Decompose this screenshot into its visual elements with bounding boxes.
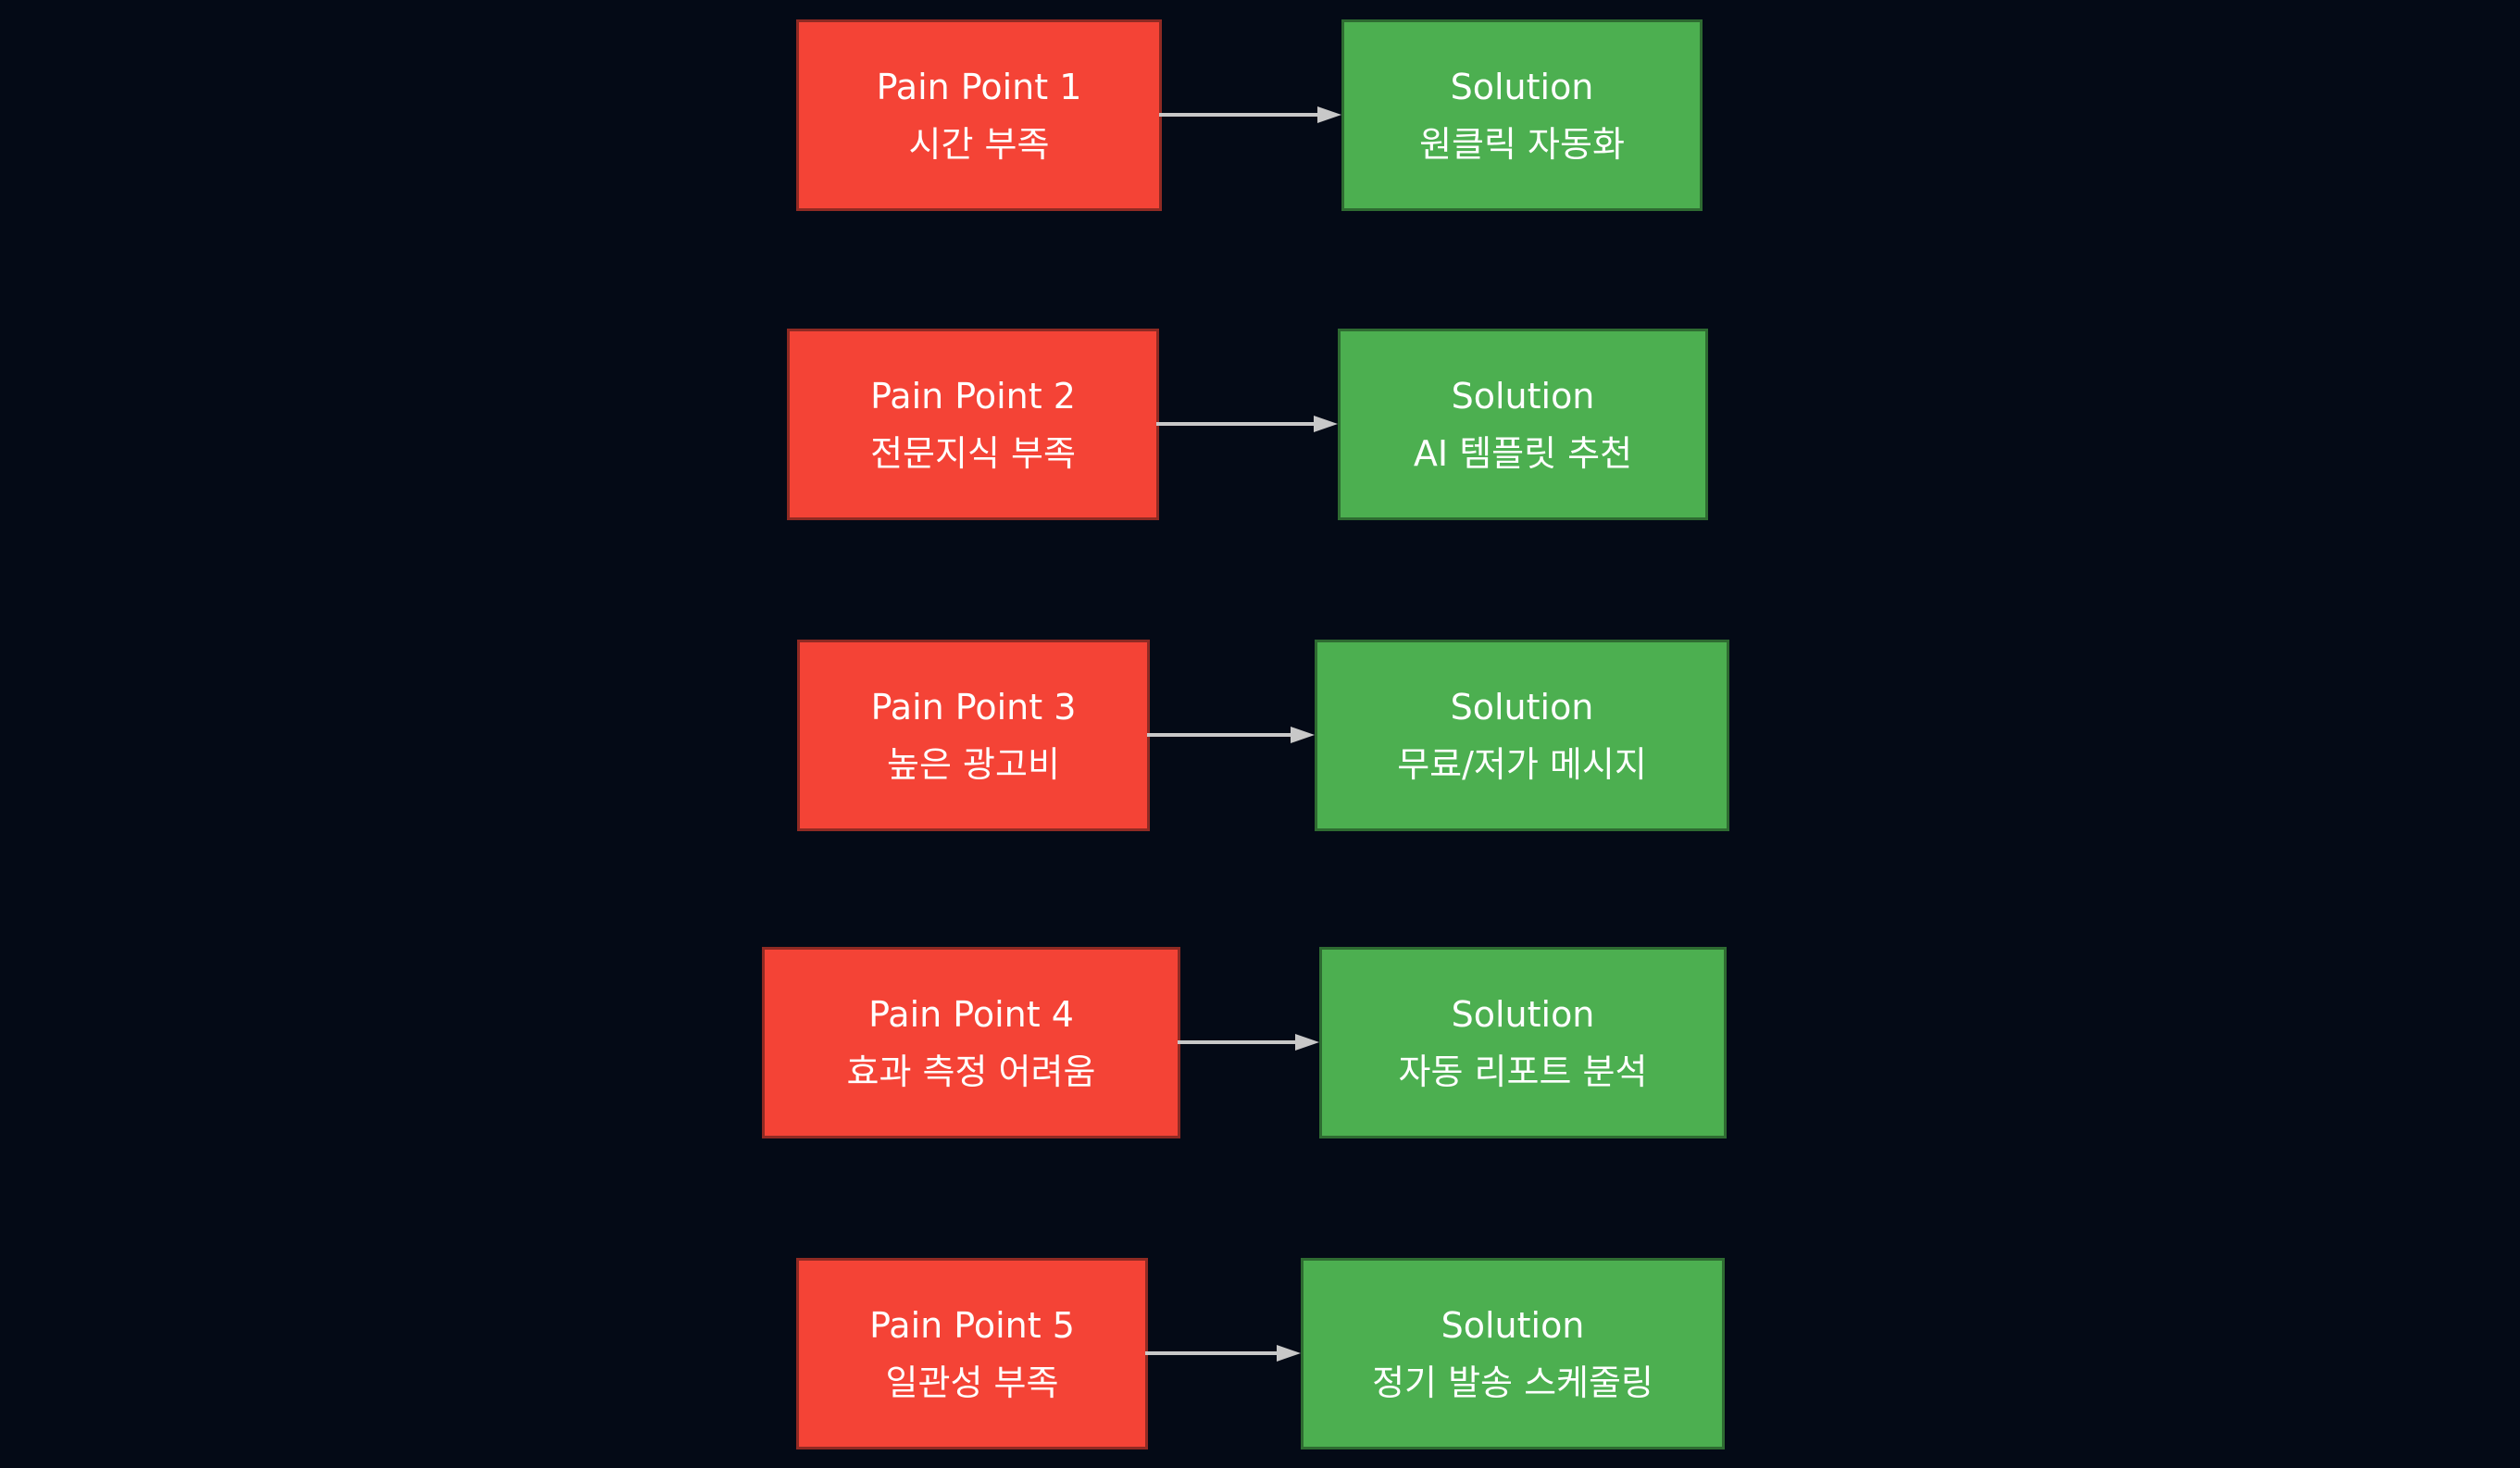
pain-point-3-title: Pain Point 3 (870, 686, 1077, 728)
pain-point-5-title: Pain Point 5 (869, 1304, 1075, 1346)
pain-point-4-node: Pain Point 4 효과 측정 어려움 (762, 947, 1180, 1138)
solution-2-description: AI 템플릿 추천 (1413, 432, 1633, 474)
pain-point-1-description: 시간 부족 (908, 123, 1050, 165)
solution-1-description: 원클릭 자동화 (1419, 123, 1625, 165)
arrowhead-icon (1291, 727, 1315, 743)
pain-point-5-description: 일관성 부족 (885, 1362, 1059, 1403)
arrow-shaft (1156, 422, 1317, 426)
arrow-shaft (1178, 1040, 1299, 1044)
solution-4-description: 자동 리포트 분석 (1398, 1051, 1648, 1092)
mapping-row-2: Pain Point 2 전문지식 부족 Solution AI 템플릿 추천 (0, 329, 2520, 520)
pain-point-4-title: Pain Point 4 (868, 993, 1074, 1035)
solution-1-node: Solution 원클릭 자동화 (1341, 19, 1703, 211)
solution-5-title: Solution (1441, 1304, 1585, 1346)
pain-point-2-title: Pain Point 2 (870, 375, 1076, 417)
solution-5-node: Solution 정기 발송 스케줄링 (1301, 1258, 1725, 1449)
solution-2-node: Solution AI 템플릿 추천 (1338, 329, 1708, 520)
arrowhead-icon (1277, 1345, 1301, 1362)
pain-point-3-node: Pain Point 3 높은 광고비 (797, 640, 1150, 831)
arrow-shaft (1145, 1351, 1280, 1355)
arrow-connector-3 (1147, 727, 1315, 743)
solution-3-title: Solution (1450, 686, 1594, 728)
pain-point-2-description: 전문지식 부족 (870, 432, 1076, 474)
arrow-shaft (1147, 733, 1294, 737)
solution-2-title: Solution (1451, 375, 1595, 417)
arrow-connector-1 (1159, 106, 1341, 123)
mapping-row-4: Pain Point 4 효과 측정 어려움 Solution 자동 리포트 분… (0, 947, 2520, 1138)
arrowhead-icon (1314, 416, 1338, 432)
mapping-row-1: Pain Point 1 시간 부족 Solution 원클릭 자동화 (0, 19, 2520, 211)
mapping-row-5: Pain Point 5 일관성 부족 Solution 정기 발송 스케줄링 (0, 1258, 2520, 1449)
solution-3-node: Solution 무료/저가 메시지 (1315, 640, 1729, 831)
arrow-shaft (1159, 113, 1321, 117)
mapping-row-3: Pain Point 3 높은 광고비 Solution 무료/저가 메시지 (0, 640, 2520, 831)
pain-point-5-node: Pain Point 5 일관성 부족 (796, 1258, 1148, 1449)
arrow-connector-4 (1178, 1034, 1319, 1051)
solution-3-description: 무료/저가 메시지 (1397, 743, 1647, 785)
pain-point-2-node: Pain Point 2 전문지식 부족 (787, 329, 1159, 520)
solution-4-node: Solution 자동 리포트 분석 (1319, 947, 1727, 1138)
pain-point-4-description: 효과 측정 어려움 (846, 1051, 1096, 1092)
arrowhead-icon (1317, 106, 1341, 123)
pain-point-1-node: Pain Point 1 시간 부족 (796, 19, 1162, 211)
arrow-connector-2 (1156, 416, 1338, 432)
solution-1-title: Solution (1450, 66, 1594, 107)
arrowhead-icon (1295, 1034, 1319, 1051)
arrow-connector-5 (1145, 1345, 1301, 1362)
solution-4-title: Solution (1451, 993, 1595, 1035)
solution-5-description: 정기 발송 스케줄링 (1372, 1362, 1653, 1403)
pain-point-1-title: Pain Point 1 (876, 66, 1082, 107)
pain-point-3-description: 높은 광고비 (887, 743, 1060, 785)
